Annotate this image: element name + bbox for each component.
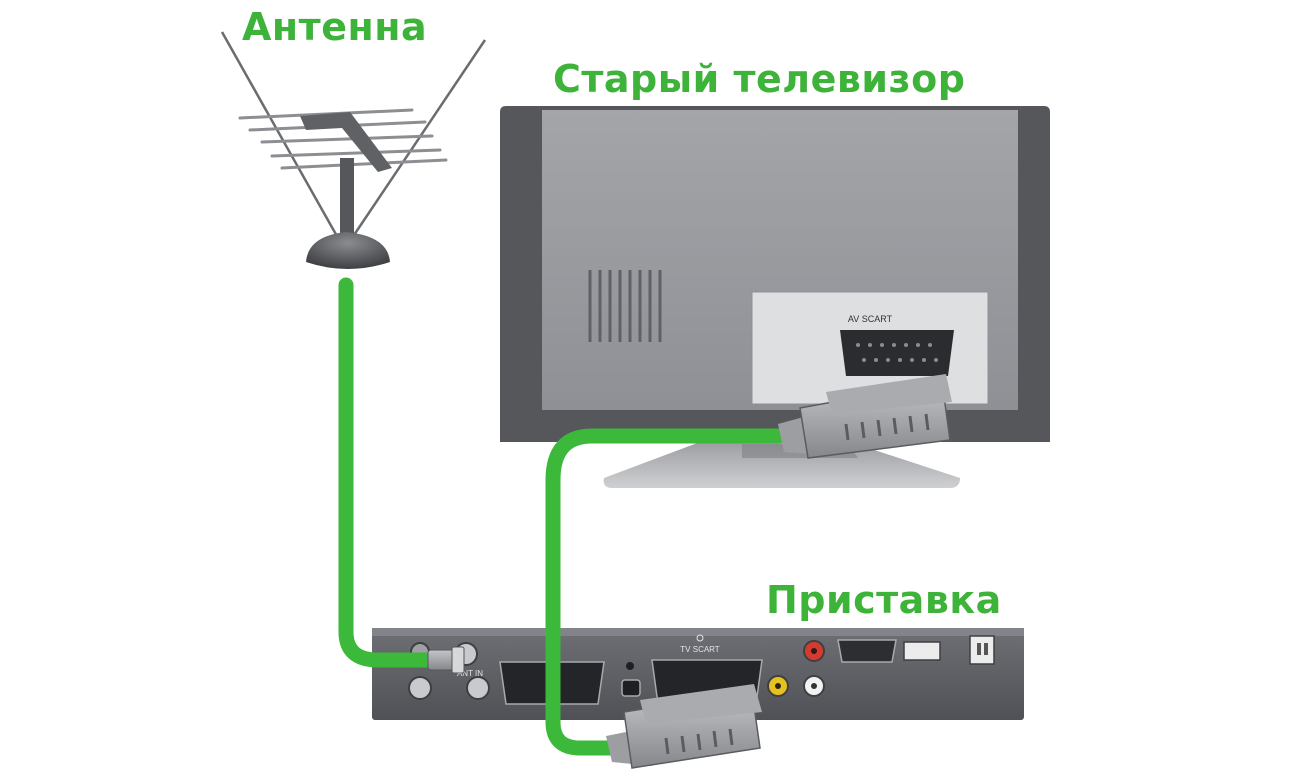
scart-cable [545, 428, 786, 756]
tv-stand [603, 442, 960, 488]
tv-scart-plug [778, 374, 952, 459]
label-antenna: Антенна [242, 5, 428, 49]
box-svideo-port [621, 679, 641, 697]
tv-vent [588, 270, 662, 342]
coax-plug [427, 646, 465, 674]
box-port [408, 676, 432, 700]
label-old-tv: Старый телевизор [553, 57, 966, 101]
antenna-rod-left [220, 31, 340, 239]
box-tv-scart-label: TV SCART [680, 645, 720, 654]
label-set-top-box: Приставка [766, 578, 1002, 622]
box-serial-port [837, 639, 897, 663]
antenna-boom [300, 112, 392, 172]
tv-scart-port [840, 330, 954, 376]
antenna-rod-right [350, 39, 487, 239]
cables [338, 277, 786, 756]
box-scart-plug [606, 684, 762, 769]
tv-port-label: AV SCART [848, 314, 893, 324]
antenna-base [306, 232, 390, 269]
box-ant-in-label: ANT IN [457, 669, 483, 678]
box-switch [903, 641, 941, 661]
old-tv: AV SCART [500, 106, 1050, 488]
box-port-2 [466, 676, 490, 700]
box-power-socket [969, 635, 995, 665]
antenna [220, 31, 487, 269]
antenna-cable [338, 277, 436, 668]
antenna-mast [340, 158, 354, 240]
